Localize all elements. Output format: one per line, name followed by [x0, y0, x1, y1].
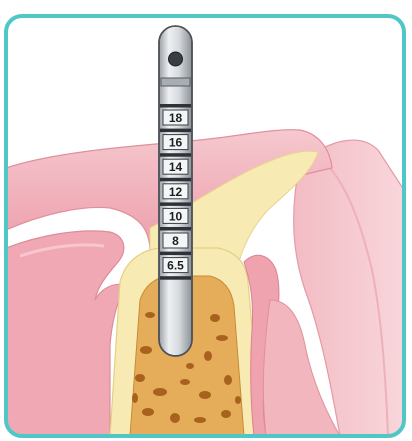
probe-marking-label: 12: [169, 185, 183, 199]
probe-hole-icon: [169, 52, 183, 66]
probe-band: [160, 202, 191, 206]
probe-band: [160, 178, 191, 182]
gingiva-flap-left: [6, 231, 125, 436]
probe-marking-label: 10: [169, 209, 183, 223]
probe-marking-label: 6.5: [167, 259, 184, 273]
probe-marking-label: 14: [169, 160, 183, 174]
depth-gauge-probe-icon: 18 16 14 12 10 8 6.5: [159, 26, 192, 356]
probe-marking-label: 18: [169, 111, 183, 125]
probe-band: [160, 227, 191, 231]
probe-band: [160, 252, 191, 256]
probe-band: [160, 129, 191, 133]
probe-marking-label: 16: [169, 136, 183, 150]
probe-band: [160, 153, 191, 157]
probe-marking-label: 8: [172, 234, 179, 248]
probe-band: [160, 104, 191, 108]
probe-band: [160, 276, 191, 280]
